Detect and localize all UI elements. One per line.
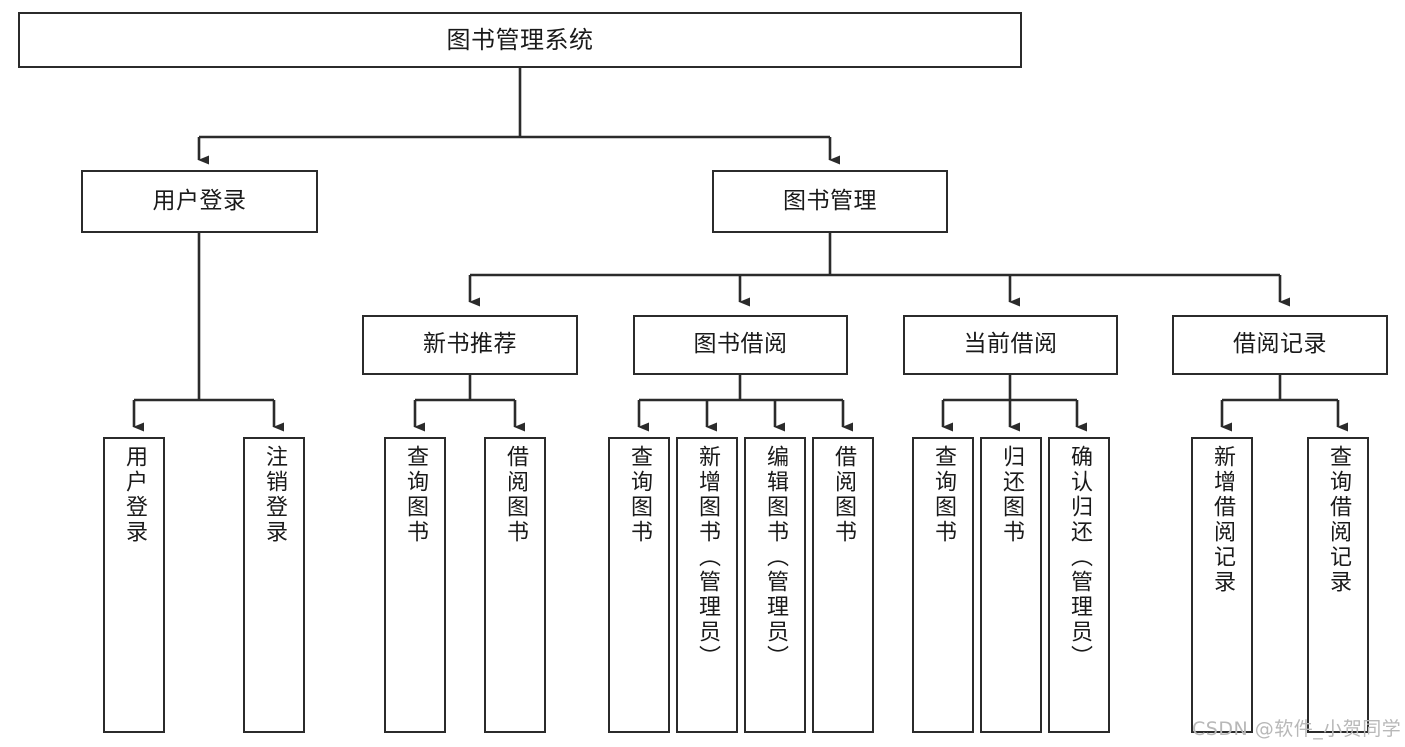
node-label: 借阅记录: [1233, 331, 1327, 358]
node-root-system[interactable]: 图书管理系统: [18, 12, 1022, 68]
leaf-current-confirm-return-admin[interactable]: 确认归还（管理员）: [1048, 437, 1110, 733]
node-current-borrow[interactable]: 当前借阅: [903, 315, 1118, 375]
node-label: 新书推荐: [423, 331, 517, 358]
leaf-current-return-book[interactable]: 归还图书: [980, 437, 1042, 733]
leaf-borrow-edit-book-admin[interactable]: 编辑图书（管理员）: [744, 437, 806, 733]
leaf-user-login-logout[interactable]: 注销登录: [243, 437, 305, 733]
leaf-new-book-borrow[interactable]: 借阅图书: [484, 437, 546, 733]
node-label: 确认归还（管理员）: [1067, 445, 1092, 670]
node-label: 查询借阅记录: [1326, 445, 1351, 595]
node-label: 编辑图书（管理员）: [763, 445, 788, 670]
node-borrow-record[interactable]: 借阅记录: [1172, 315, 1388, 375]
leaf-borrow-add-book-admin[interactable]: 新增图书（管理员）: [676, 437, 738, 733]
leaf-record-add[interactable]: 新增借阅记录: [1191, 437, 1253, 733]
node-label: 用户登录: [152, 187, 247, 214]
node-new-book-recommend[interactable]: 新书推荐: [362, 315, 578, 375]
leaf-new-book-query[interactable]: 查询图书: [384, 437, 446, 733]
node-label: 归还图书: [999, 445, 1024, 545]
node-label: 查询图书: [627, 445, 652, 545]
node-label: 新增借阅记录: [1210, 445, 1235, 595]
node-label: 新增图书（管理员）: [695, 445, 720, 670]
node-label: 借阅图书: [503, 445, 528, 545]
node-label: 查询图书: [931, 445, 956, 545]
node-label: 注销登录: [262, 445, 287, 545]
node-label: 图书管理: [783, 187, 877, 214]
node-label: 当前借阅: [963, 331, 1058, 358]
leaf-current-query-book[interactable]: 查询图书: [912, 437, 974, 733]
leaf-borrow-query-book[interactable]: 查询图书: [608, 437, 670, 733]
node-label: 查询图书: [403, 445, 428, 545]
node-book-borrow[interactable]: 图书借阅: [633, 315, 848, 375]
csdn-watermark: CSDN @软件_小贺同学: [1192, 718, 1402, 740]
node-label: 借阅图书: [831, 445, 856, 545]
node-user-login[interactable]: 用户登录: [81, 170, 318, 233]
node-label: 图书借阅: [693, 331, 788, 358]
node-book-management[interactable]: 图书管理: [712, 170, 948, 233]
node-label: 用户登录: [122, 445, 147, 545]
node-label: 图书管理系统: [446, 25, 594, 54]
leaf-user-login-signin[interactable]: 用户登录: [103, 437, 165, 733]
leaf-borrow-borrow-book[interactable]: 借阅图书: [812, 437, 874, 733]
leaf-record-query[interactable]: 查询借阅记录: [1307, 437, 1369, 733]
